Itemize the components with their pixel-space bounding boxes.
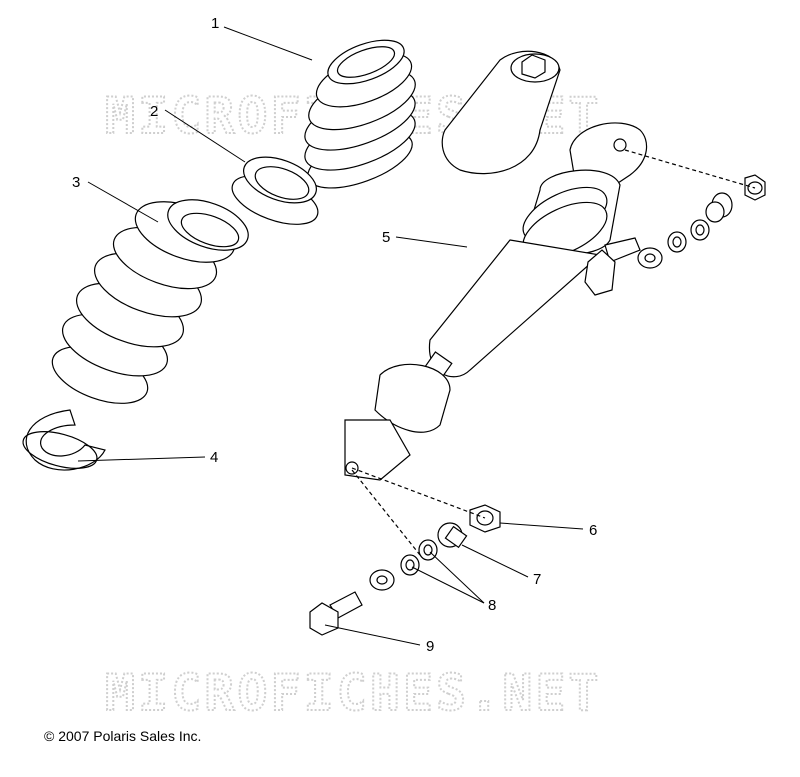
callout-5: 5	[382, 229, 390, 246]
axis-lower-2	[351, 469, 421, 556]
callout-6: 6	[589, 522, 597, 539]
callout-9: 9	[426, 638, 434, 655]
leader-8a	[411, 566, 485, 604]
leader-3	[87, 181, 159, 223]
spring-retainer	[19, 410, 105, 475]
leader-1	[223, 26, 313, 61]
washers-lower	[370, 540, 437, 590]
watermark-bottom: MICROFICHES.NET	[105, 664, 602, 722]
shock-absorber	[345, 51, 647, 480]
callout-4: 4	[210, 449, 218, 466]
nut-lower	[470, 505, 500, 532]
upper-spring	[297, 31, 423, 199]
copyright-notice: © 2007 Polaris Sales Inc.	[44, 728, 202, 744]
leader-5	[395, 236, 468, 248]
bushing-right	[706, 193, 732, 222]
bushing-lower	[438, 523, 467, 547]
callout-8: 8	[488, 597, 496, 614]
bolt-lower	[310, 592, 362, 635]
callout-2: 2	[150, 103, 158, 120]
lower-spring	[45, 190, 255, 415]
bolt-right	[585, 238, 640, 295]
callout-1: 1	[211, 15, 219, 32]
leader-2	[164, 109, 246, 163]
callout-7: 7	[533, 571, 541, 588]
axis-lower	[351, 467, 486, 519]
leader-4	[77, 456, 206, 462]
axis-upper	[624, 149, 756, 189]
washers-right	[638, 220, 709, 268]
leader-6	[499, 522, 584, 530]
callout-3: 3	[72, 174, 80, 191]
leader-8b	[429, 551, 485, 604]
leader-7	[461, 544, 529, 578]
leader-9	[324, 624, 421, 646]
spring-adapter-ring	[226, 148, 324, 234]
